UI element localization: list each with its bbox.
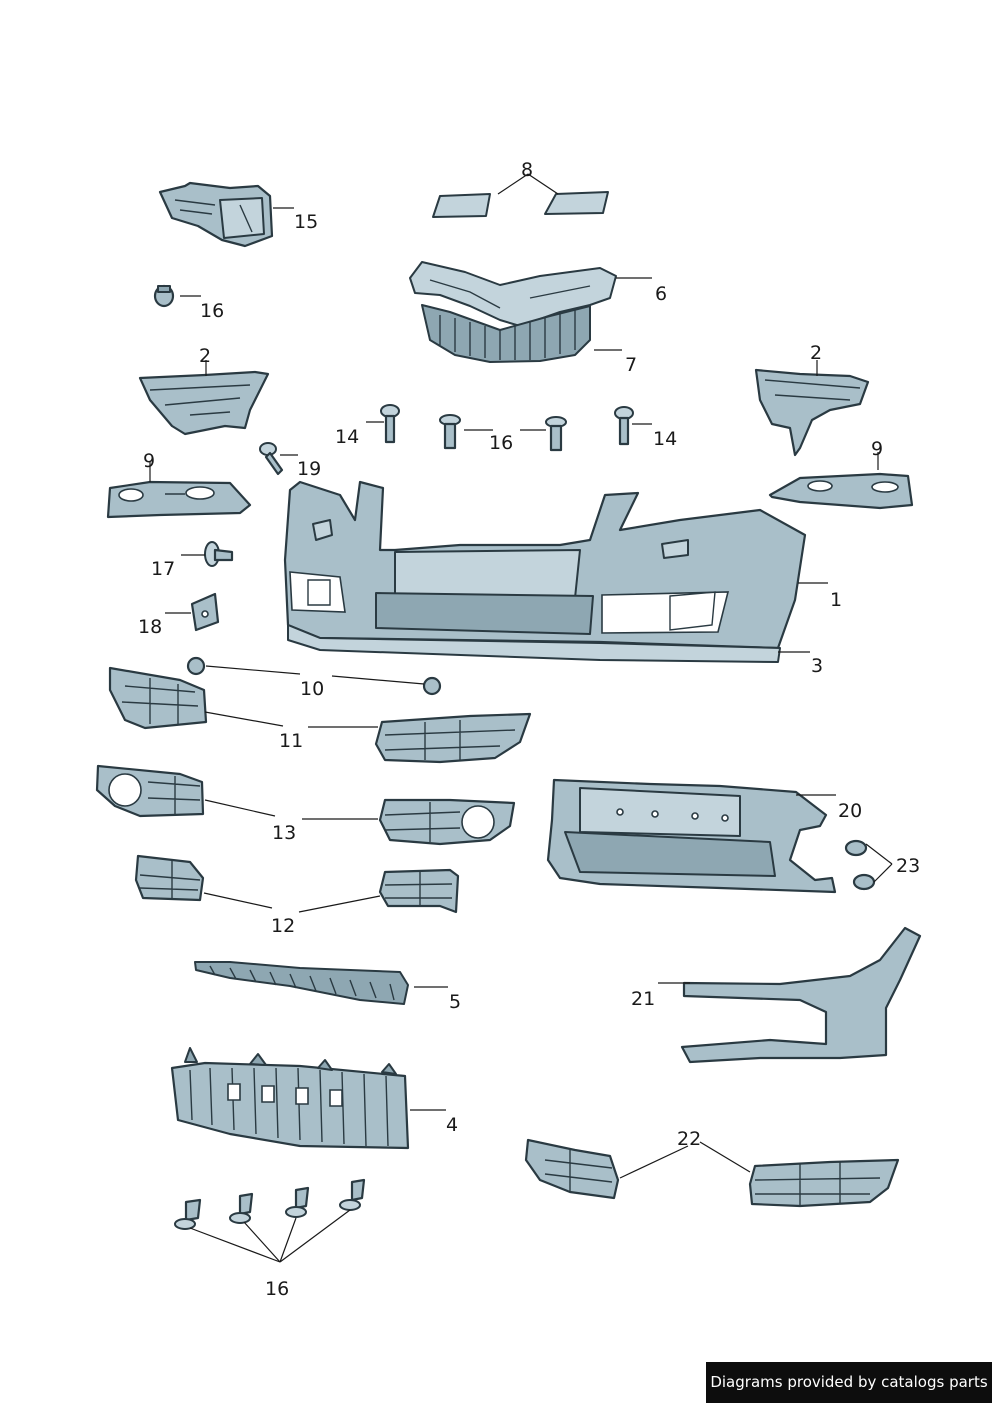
part-12-grille-left — [134, 854, 205, 902]
label-21: 21 — [631, 988, 655, 1010]
label-2a: 2 — [199, 345, 211, 367]
label-11: 11 — [279, 730, 303, 752]
label-9a: 9 — [143, 450, 155, 472]
label-18: 18 — [138, 616, 162, 638]
part-18-nut-clip — [190, 592, 220, 632]
label-5: 5 — [449, 991, 461, 1013]
label-9b: 9 — [871, 438, 883, 460]
label-22: 22 — [677, 1128, 701, 1150]
label-15: 15 — [294, 211, 318, 233]
part-22-grille-left — [524, 1138, 620, 1200]
part-13-grille-right — [378, 798, 516, 846]
part-9-trim-left — [106, 480, 252, 519]
part-8-covers — [432, 191, 609, 218]
part-20-center-panel — [546, 778, 837, 894]
label-17: 17 — [151, 558, 175, 580]
part-16-clip-mid-right — [545, 416, 567, 452]
part-19-screw — [259, 442, 284, 476]
part-21-side-trim — [680, 926, 922, 1064]
label-16b: 16 — [489, 432, 513, 454]
part-17-bolt — [204, 541, 234, 567]
label-16c: 16 — [265, 1278, 289, 1300]
label-7: 7 — [625, 354, 637, 376]
label-2b: 2 — [810, 342, 822, 364]
label-4: 4 — [446, 1114, 458, 1136]
label-14a: 14 — [335, 426, 359, 448]
part-12-grille-right — [378, 868, 460, 914]
part-4-grille-carrier — [170, 1047, 410, 1150]
part-9-trim-right — [768, 472, 914, 510]
part-14-screw-left — [380, 404, 400, 444]
label-3: 3 — [811, 655, 823, 677]
label-16a: 16 — [200, 300, 224, 322]
part-22-grille-right — [748, 1158, 900, 1208]
part-5-lower-grille-strip — [194, 961, 409, 1005]
part-3-spoiler-strip — [287, 624, 781, 663]
part-13-grille-left — [95, 764, 205, 818]
part-2-bracket-left — [138, 370, 270, 436]
label-8: 8 — [521, 159, 533, 181]
diagram-credit: Diagrams provided by catalogs parts — [706, 1362, 992, 1403]
label-6: 6 — [655, 283, 667, 305]
part-15-bracket — [158, 181, 274, 248]
part-14-screw-right — [614, 406, 634, 446]
part-16-clip-left — [153, 284, 175, 308]
label-13: 13 — [272, 822, 296, 844]
part-11-grille-right — [374, 712, 532, 764]
label-23: 23 — [896, 855, 920, 877]
part-7-grille — [421, 304, 591, 363]
label-20: 20 — [838, 800, 862, 822]
part-1-front-bumper — [283, 480, 807, 650]
label-12: 12 — [271, 915, 295, 937]
label-19: 19 — [297, 458, 321, 480]
part-2-bracket-right — [754, 368, 870, 457]
part-23-clips — [844, 839, 876, 891]
label-10: 10 — [300, 678, 324, 700]
part-11-grille-left — [108, 666, 208, 730]
part-6-grille-frame — [409, 261, 617, 327]
part-16-clips-bottom — [174, 1178, 366, 1230]
part-16-clip-mid-left — [439, 414, 461, 450]
part-10-clips — [186, 656, 442, 696]
label-1: 1 — [830, 589, 842, 611]
label-14b: 14 — [653, 428, 677, 450]
